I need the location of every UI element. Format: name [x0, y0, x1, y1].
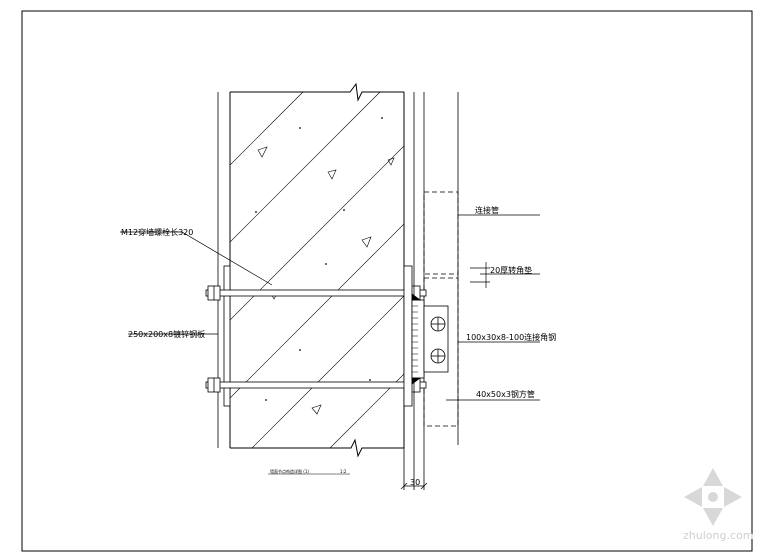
label-angle-steel: 100x30x8-100连接角钢 [466, 333, 557, 342]
bolt-bracket [423, 305, 449, 373]
label-gasket: 20厚转角垫 [490, 266, 533, 275]
leader-lines [120, 214, 540, 401]
drawing-frame [21, 10, 753, 552]
watermark-logo [684, 468, 742, 526]
label-bolt: M12穿墙螺栓长320 [121, 228, 194, 237]
label-connector-pipe: 连接管 [475, 206, 499, 215]
drawing-title: 墙面节点构造详图 (1) [270, 469, 309, 474]
steel-plate [223, 265, 231, 407]
watermark-text: zhulong.com [683, 529, 754, 542]
dimension-30 [400, 482, 428, 490]
label-plate: 250x200x8镀锌钢板 [128, 330, 206, 339]
dimension-label: 30 [410, 478, 421, 487]
concrete-wall [230, 92, 404, 448]
label-square-tube: 40x50x3钢方管 [476, 390, 535, 399]
drawing-scale: 1:2 [340, 469, 347, 474]
